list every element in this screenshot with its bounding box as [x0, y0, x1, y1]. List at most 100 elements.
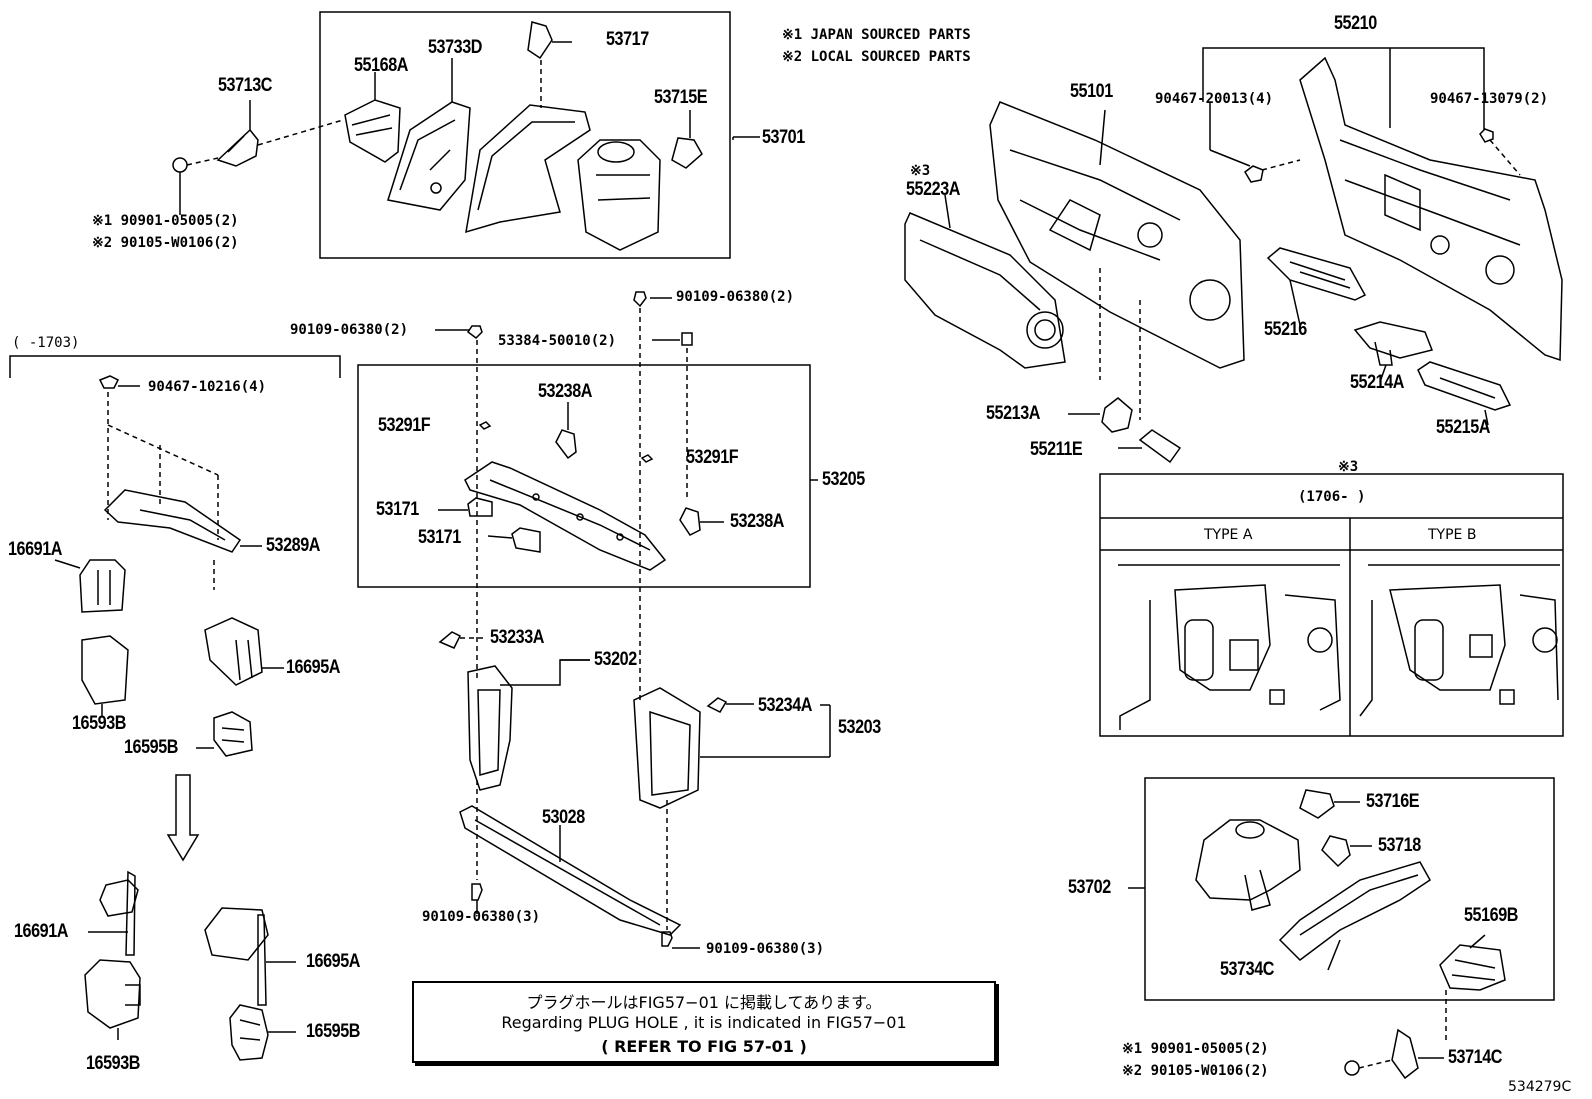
label-53733D: 53733D — [428, 37, 483, 58]
variant-type-a-sketch — [1118, 564, 1341, 730]
variant-date-range: (1706- ) — [1298, 489, 1366, 505]
left-group-date-range: ( -1703) — [12, 335, 80, 351]
part-53702-tower — [1128, 819, 1301, 911]
label-16691A-bottom: 16691A — [14, 921, 69, 942]
bracket-55210 — [1202, 47, 1485, 102]
label-clip-13079: 90467-13079(2) — [1430, 91, 1549, 107]
part-53205 — [464, 461, 818, 571]
part-16695A-top — [204, 617, 284, 686]
part-53718 — [1321, 835, 1372, 868]
label-bolt-06380-b: 90109-06380(2) — [676, 289, 795, 305]
part-55215A — [1417, 361, 1512, 426]
part-16593B-top — [81, 635, 129, 716]
part-53716E — [1299, 789, 1360, 819]
part-53291F — [478, 421, 654, 463]
reference-line-english: Regarding PLUG HOLE , it is indicated in… — [501, 1013, 907, 1032]
reference-line-refer: ( REFER TO FIG 57-01 ) — [601, 1037, 807, 1056]
label-53718: 53718 — [1378, 835, 1421, 856]
label-53714C: 53714C — [1448, 1047, 1503, 1068]
note-local-sourced: ※2 LOCAL SOURCED PARTS — [782, 49, 971, 65]
part-53714C — [1344, 1028, 1444, 1080]
reference-line-japanese: プラグホールはFIG57−01 に掲載してあります。 — [526, 993, 882, 1012]
figure-id: 534279C — [1508, 1079, 1572, 1095]
label-16595B-bottom: 16595B — [306, 1021, 361, 1042]
part-55216 — [1266, 247, 1367, 326]
part-55214A — [1353, 321, 1434, 383]
label-16691A-top: 16691A — [8, 539, 63, 560]
label-16593B-top: 16593B — [72, 713, 127, 734]
part-16595B-bottom — [229, 1004, 296, 1061]
part-55213A — [1068, 397, 1133, 433]
label-55168A: 55168A — [354, 55, 409, 76]
part-53717 — [527, 21, 572, 108]
label-53234A: 53234A — [758, 695, 813, 716]
part-53238A-right — [679, 507, 724, 536]
label-53291F-b: 53291F — [686, 447, 739, 468]
part-53028 — [459, 805, 682, 936]
label-16595B-top: 16595B — [124, 737, 179, 758]
part-53171-b — [487, 527, 541, 553]
variant-type-b-sketch — [1359, 564, 1560, 717]
label-clip-10216: 90467-10216(4) — [148, 379, 267, 395]
part-53202 — [467, 659, 590, 791]
part-53734C — [1278, 861, 1431, 971]
part-53289A — [103, 489, 262, 590]
part-90467-10216 — [98, 375, 219, 540]
part-16691A-bottom — [88, 870, 139, 956]
note-japan-sourced: ※1 JAPAN SOURCED PARTS — [782, 27, 971, 43]
label-55211E: 55211E — [1030, 439, 1083, 460]
label-55169B: 55169B — [1464, 905, 1519, 926]
part-53701 — [465, 104, 760, 251]
part-53238A-top — [555, 402, 577, 460]
label-53289A: 53289A — [266, 535, 321, 556]
label-53171-b: 53171 — [418, 527, 461, 548]
label-bolt-bottom-local: ※2 90105-W0106(2) — [1122, 1063, 1269, 1079]
label-bolt-bottom-japan: ※1 90901-05005(2) — [1122, 1041, 1269, 1057]
label-bolt-06380-c: 90109-06380(3) — [422, 909, 541, 925]
part-16691A-top — [54, 559, 126, 613]
label-53205: 53205 — [822, 469, 865, 490]
label-53203: 53203 — [838, 717, 881, 738]
part-55223A — [904, 194, 1066, 369]
label-16593B-bottom: 16593B — [86, 1053, 141, 1074]
label-55214A: 55214A — [1350, 372, 1405, 393]
label-53291F-a: 53291F — [378, 415, 431, 436]
label-bolt-06380-d: 90109-06380(3) — [706, 941, 825, 957]
label-53716E: 53716E — [1366, 791, 1420, 812]
variant-box — [1099, 473, 1564, 737]
label-53717: 53717 — [606, 29, 649, 50]
label-55223A: 55223A — [906, 179, 961, 200]
label-53238A-top: 53238A — [538, 381, 593, 402]
part-55168A — [344, 72, 401, 163]
part-53713C — [172, 100, 344, 215]
part-55101 — [989, 101, 1245, 420]
variant-type-b-label: TYPE B — [1428, 527, 1477, 543]
part-53233A — [438, 631, 485, 649]
part-53733D — [387, 58, 471, 211]
label-53715E: 53715E — [654, 87, 708, 108]
part-90467-20013 — [1244, 159, 1301, 183]
group-box-53702 — [1144, 777, 1555, 1001]
label-bolt-top-local: ※2 90105-W0106(2) — [92, 235, 239, 251]
part-55169B — [1439, 934, 1506, 1040]
label-55215A: 55215A — [1436, 417, 1491, 438]
label-55216: 55216 — [1264, 319, 1307, 340]
part-53171-a — [438, 497, 493, 517]
bolts-center — [435, 291, 700, 949]
label-mark3-top: ※3 — [910, 163, 931, 179]
label-16695A-bottom: 16695A — [306, 951, 361, 972]
variant-type-a-label: TYPE A — [1204, 527, 1253, 543]
label-53233A: 53233A — [490, 627, 545, 648]
part-55210 — [1299, 56, 1563, 362]
arrow-down-icon — [166, 774, 200, 862]
label-53734C: 53734C — [1220, 959, 1275, 980]
bracket-left-group — [9, 355, 341, 378]
label-55210: 55210 — [1334, 13, 1377, 34]
part-55211E — [1118, 429, 1182, 464]
part-53203 — [633, 687, 831, 809]
label-53384: 53384-50010(2) — [498, 333, 617, 349]
part-16593B-bottom — [84, 959, 141, 1040]
label-bolt-top-japan: ※1 90901-05005(2) — [92, 213, 239, 229]
